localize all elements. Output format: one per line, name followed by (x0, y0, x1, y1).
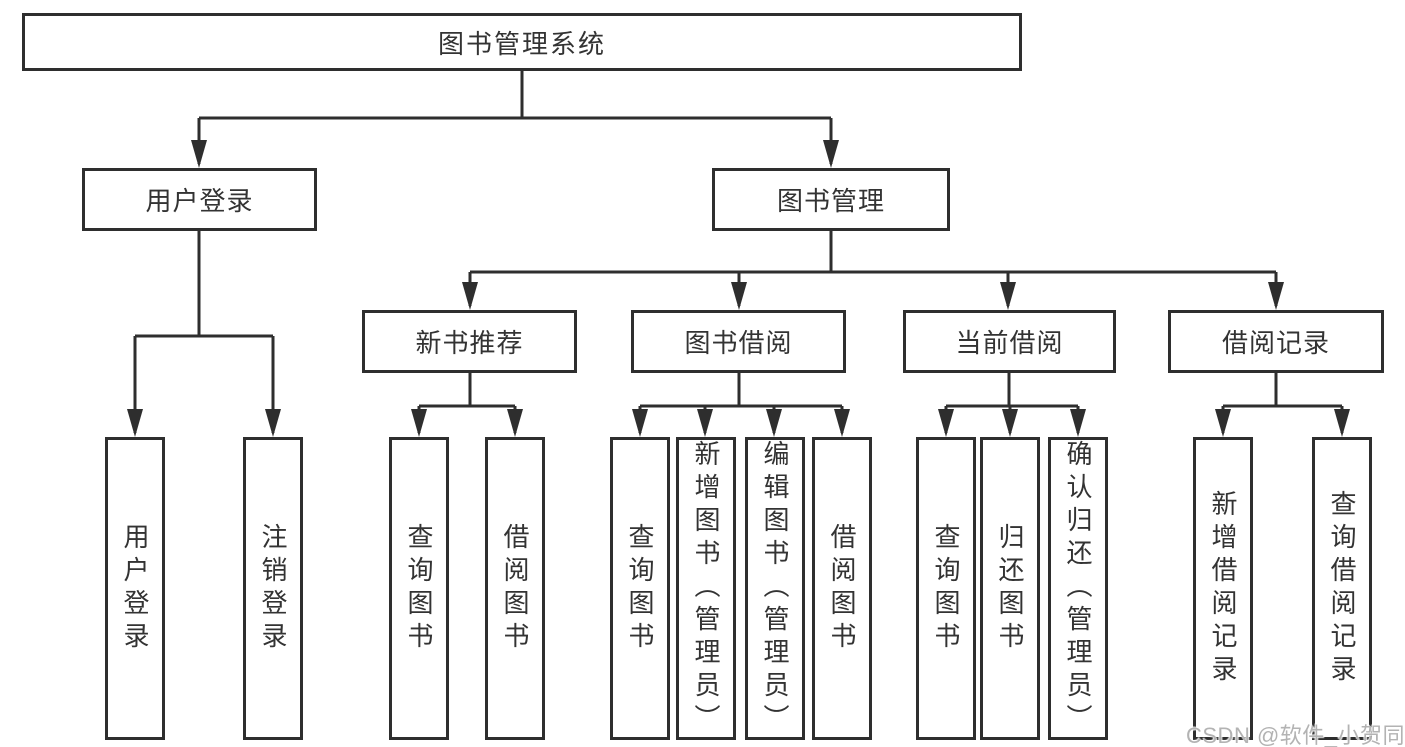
node-new-book-recommend: 新书推荐 (362, 310, 577, 373)
node-book-management: 图书管理 (712, 168, 950, 231)
leaf-query-books-recommend: 查询图书 (389, 437, 449, 740)
leaf-borrow-books: 借阅图书 (812, 437, 872, 740)
leaf-edit-books-admin: 编辑图书（管理员） (745, 437, 805, 740)
leaf-confirm-return-admin: 确认归还（管理员） (1048, 437, 1108, 740)
node-library-system: 图书管理系统 (22, 13, 1022, 71)
node-book-borrowing: 图书借阅 (631, 310, 846, 373)
leaf-query-books-borrowing: 查询图书 (610, 437, 670, 740)
leaf-query-borrow-record: 查询借阅记录 (1312, 437, 1372, 740)
leaf-user-login: 用户登录 (105, 437, 165, 740)
node-borrowing-records: 借阅记录 (1168, 310, 1384, 373)
leaf-add-borrow-record: 新增借阅记录 (1193, 437, 1253, 740)
leaf-return-books: 归还图书 (980, 437, 1040, 740)
leaf-add-books-admin: 新增图书（管理员） (676, 437, 736, 740)
node-user-login: 用户登录 (82, 168, 317, 231)
leaf-logout: 注销登录 (243, 437, 303, 740)
csdn-watermark: CSDN @软件_小贺同学 (1186, 723, 1405, 747)
arrow-down-icons (127, 140, 1350, 437)
leaf-borrow-books-recommend: 借阅图书 (485, 437, 545, 740)
leaf-query-books-current: 查询图书 (916, 437, 976, 740)
node-current-borrowing: 当前借阅 (903, 310, 1116, 373)
